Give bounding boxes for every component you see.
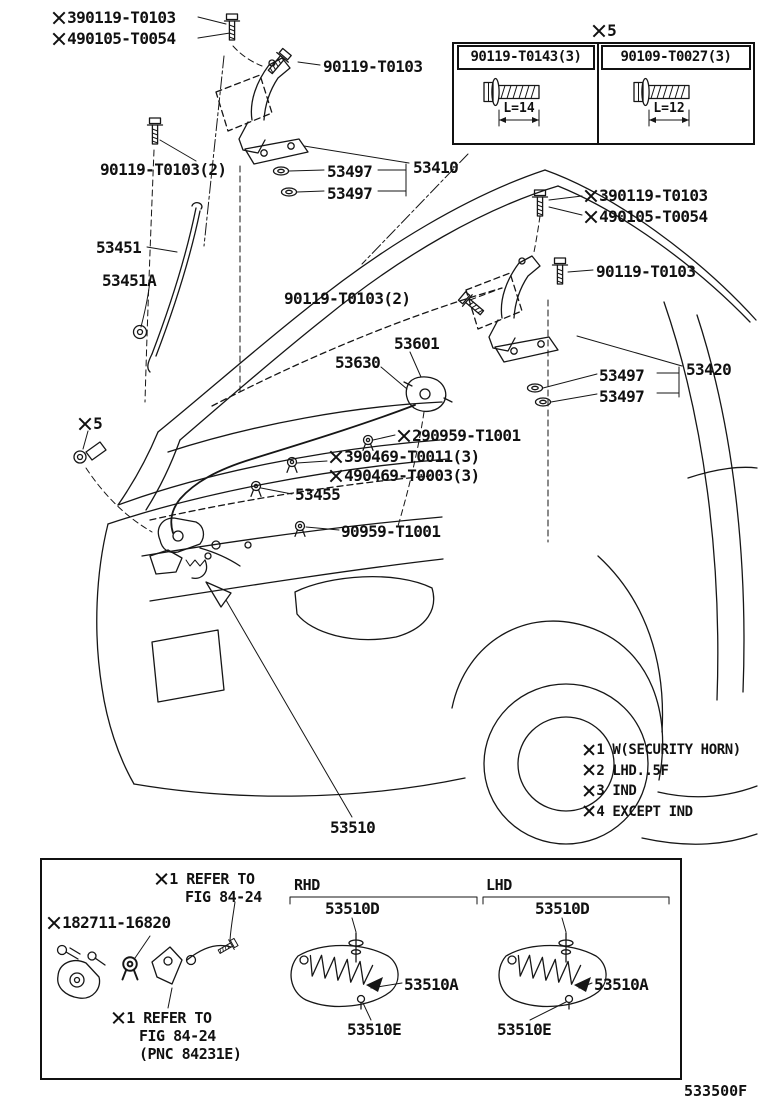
hood-release-cable-drawing bbox=[170, 404, 416, 534]
label-82711-16820: 182711-16820 bbox=[47, 914, 171, 932]
refer-note-top: 1 REFER TO FIG 84-24 bbox=[155, 870, 262, 906]
section-label-rhd: RHD bbox=[294, 876, 320, 894]
reference-mark-icon bbox=[52, 32, 66, 44]
hood-latch-drawing bbox=[149, 517, 241, 579]
refer-note-top-line2: FIG 84-24 bbox=[185, 888, 262, 906]
label-53497-top-1: 53497 bbox=[327, 162, 373, 181]
label-53497-top-2: 53497 bbox=[327, 184, 373, 203]
projection-lines bbox=[85, 45, 549, 543]
inset-part-number-right: 90109-T0027(3) bbox=[601, 45, 751, 70]
label-90119-T0103-ref3-right: 390119-T0103 bbox=[584, 187, 708, 205]
cable-end-bolt-drawing bbox=[185, 936, 240, 966]
inset-divider bbox=[597, 42, 599, 145]
label-53510E-lhd: 53510E bbox=[497, 1020, 552, 1039]
leader-lines bbox=[82, 16, 683, 531]
label-53497-right-1: 53497 bbox=[599, 366, 645, 385]
refer-note-bottom: 1 REFER TO FIG 84-24 (PNC 84231E) bbox=[112, 1009, 242, 1063]
hood-lock-assembly-drawing bbox=[403, 376, 453, 413]
legend-note-4: 4 EXCEPT IND bbox=[583, 802, 741, 823]
reference-mark-icon bbox=[47, 916, 61, 928]
refer-note-bottom-line2: FIG 84-24 bbox=[139, 1027, 216, 1045]
weatherstrip-pointer bbox=[205, 581, 353, 818]
bottom-detail-panel-box bbox=[40, 858, 682, 1080]
label-53451: 53451 bbox=[96, 238, 142, 257]
label-90119-T0103-ref3-topleft: 390119-T0103 bbox=[52, 9, 176, 27]
label-90119-T0103-top: 90119-T0103 bbox=[323, 57, 423, 76]
refer-note-bottom-line1: 1 REFER TO bbox=[112, 1009, 241, 1027]
bolt-length-l12: L=12 bbox=[653, 101, 685, 116]
legend-note-1: 1 W(SECURITY HORN) bbox=[583, 740, 741, 761]
label-53510D-lhd: 53510D bbox=[535, 899, 590, 918]
refer-note-top-line1: 1 REFER TO bbox=[155, 870, 262, 888]
label-53510D-rhd: 53510D bbox=[325, 899, 380, 918]
legend-note-2: 2 LHD..5F bbox=[583, 761, 741, 782]
label-53510A-rhd: 53510A bbox=[404, 975, 459, 994]
label-53510: 53510 bbox=[330, 818, 376, 837]
label-sensor-marker: 5 bbox=[78, 415, 103, 433]
inset-bolt-l14-drawing bbox=[483, 77, 540, 127]
lock-cylinder-and-keys-drawing bbox=[56, 944, 106, 999]
inset-part-number-left: 90119-T0143(3) bbox=[457, 45, 595, 70]
reference-mark-icon bbox=[592, 24, 606, 36]
security-horn-part-drawing bbox=[73, 441, 107, 464]
label-90469-T0011-ref3: 390469-T0011(3) bbox=[329, 448, 480, 466]
hood-support-rod-drawing bbox=[132, 202, 203, 373]
legend: 1 W(SECURITY HORN) 2 LHD..5F 3 IND 4 EXC… bbox=[583, 740, 741, 822]
section-label-lhd: LHD bbox=[486, 876, 512, 894]
label-90119-T0103-right: 90119-T0103 bbox=[596, 262, 696, 281]
car-body-outline bbox=[96, 169, 758, 845]
label-90959-T1001: 90959-T1001 bbox=[341, 522, 441, 541]
refer-note-bottom-line3: (PNC 84231E) bbox=[139, 1045, 242, 1063]
label-53455: 53455 bbox=[295, 485, 341, 504]
label-53497-right-2: 53497 bbox=[599, 387, 645, 406]
label-90469-T0003-ref4: 490469-T0003(3) bbox=[329, 467, 480, 485]
bottom-panel-leader-lines bbox=[134, 901, 593, 1021]
reference-mark-icon bbox=[584, 210, 598, 222]
legend-note-3: 3 IND bbox=[583, 781, 741, 802]
label-53630: 53630 bbox=[335, 353, 381, 372]
reference-mark-icon bbox=[397, 429, 411, 441]
reference-mark-icon bbox=[52, 11, 66, 23]
rhd-lhd-bracket-lines bbox=[289, 896, 670, 905]
label-53510A-lhd: 53510A bbox=[594, 975, 649, 994]
reference-mark-icon bbox=[329, 450, 343, 462]
release-lever-drawing bbox=[151, 946, 183, 985]
label-90119-T0103-x2-mid: 90119-T0103(2) bbox=[284, 289, 411, 308]
inset-bolt-l12-drawing bbox=[633, 77, 690, 127]
label-90119-T0103-x2-left: 90119-T0103(2) bbox=[100, 160, 227, 179]
label-53451A: 53451A bbox=[102, 271, 157, 290]
reference-mark-icon bbox=[78, 417, 92, 429]
bolt-spec-inset-box bbox=[452, 42, 755, 145]
reference-mark-icon bbox=[329, 469, 343, 481]
label-90105-T0054-ref4-right: 490105-T0054 bbox=[584, 208, 708, 226]
label-90959-T1001-ref2: 290959-T1001 bbox=[397, 427, 521, 445]
label-53601: 53601 bbox=[394, 334, 440, 353]
label-inset-marker: 5 bbox=[592, 22, 617, 40]
label-90105-T0054-ref4-topleft: 490105-T0054 bbox=[52, 30, 176, 48]
label-53410: 53410 bbox=[413, 158, 459, 177]
label-53510E-rhd: 53510E bbox=[347, 1020, 402, 1039]
label-53420: 53420 bbox=[686, 360, 732, 379]
figure-code: 533500F bbox=[684, 1082, 748, 1100]
reference-mark-icon bbox=[584, 189, 598, 201]
bolt-length-l14: L=14 bbox=[503, 101, 535, 116]
